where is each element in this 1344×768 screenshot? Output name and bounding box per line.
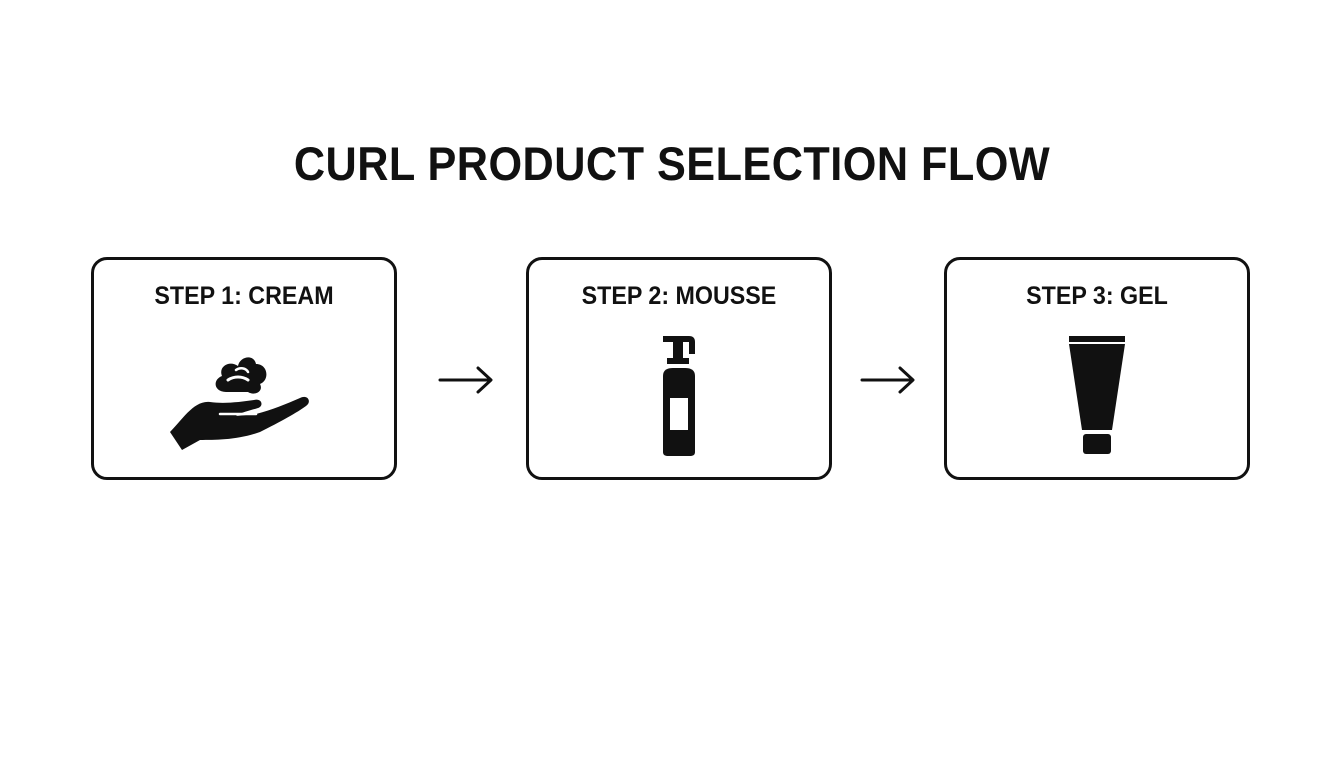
- arrow-right-icon: [858, 362, 918, 398]
- hand-cream-icon: [94, 330, 394, 460]
- step-3-label: STEP 3: GEL: [1026, 282, 1168, 310]
- gel-tube-icon: [947, 330, 1247, 460]
- step-3-box: STEP 3: GEL: [944, 257, 1250, 480]
- pump-bottle-icon: [529, 330, 829, 460]
- step-1-label: STEP 1: CREAM: [154, 282, 334, 310]
- step-2-box: STEP 2: MOUSSE: [526, 257, 832, 480]
- diagram-title: CURL PRODUCT SELECTION FLOW: [293, 137, 1051, 190]
- step-1-box: STEP 1: CREAM: [91, 257, 397, 480]
- arrow-right-icon: [436, 362, 496, 398]
- step-2-label: STEP 2: MOUSSE: [581, 282, 777, 310]
